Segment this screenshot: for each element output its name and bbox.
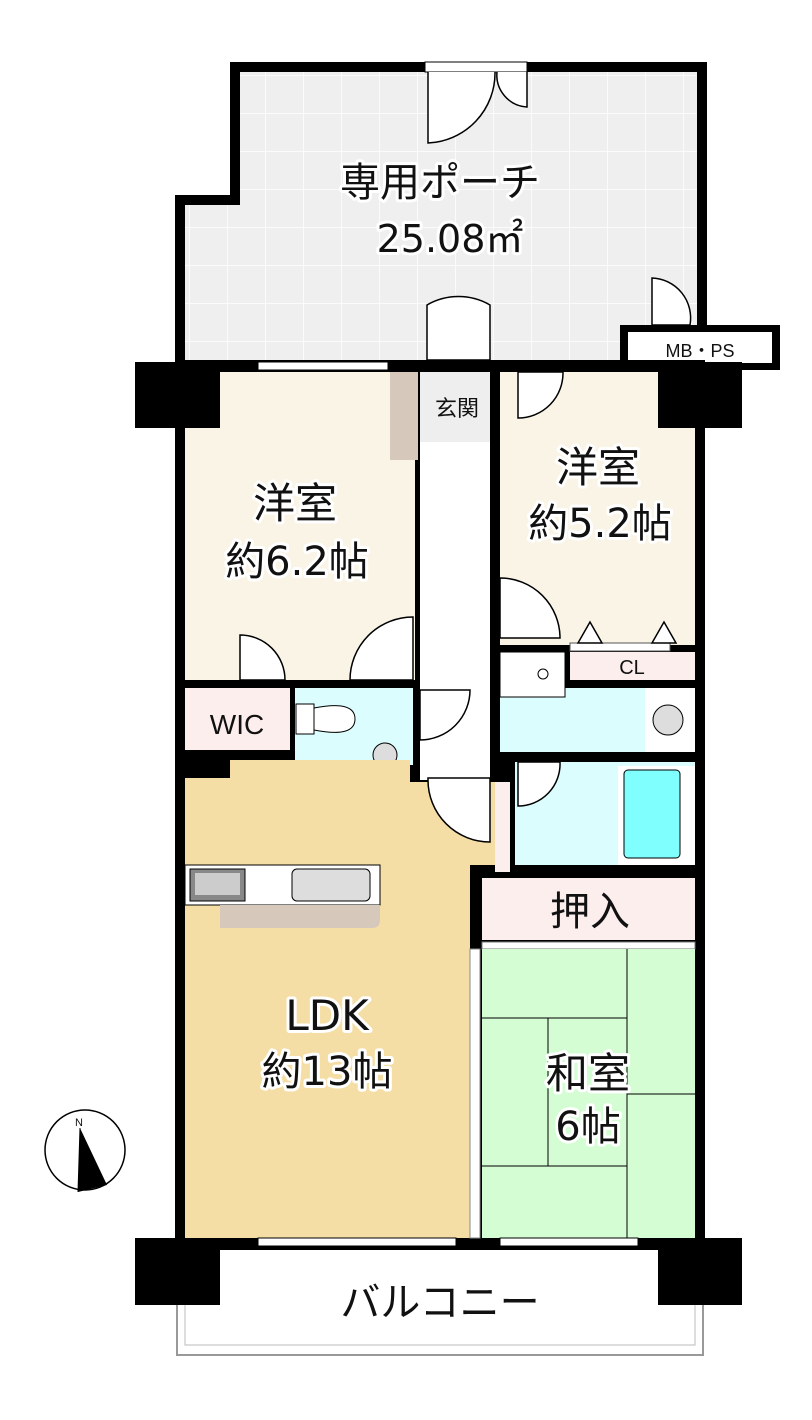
toilet-icon	[313, 705, 356, 733]
porch-area	[185, 72, 697, 360]
western-room-1-size: 約6.2帖	[225, 539, 369, 585]
porch-area-label: 25.08㎡	[377, 217, 524, 261]
north-label: N	[75, 1117, 83, 1129]
western-room-2-size: 約5.2帖	[528, 501, 672, 547]
western-room-2-label: 洋室	[556, 443, 640, 492]
ldk-label: LDK	[285, 991, 370, 1040]
entrance-label: 玄関	[435, 396, 479, 421]
balcony-area	[176, 1244, 704, 1356]
kitchen-sink-icon	[291, 868, 371, 902]
bathtub	[623, 769, 681, 859]
balcony-label: バルコニー	[340, 1281, 539, 1325]
western-room-1-label: 洋室	[253, 479, 337, 528]
japanese-room-size: 6帖	[555, 1104, 620, 1150]
wic-label: WIC	[210, 709, 264, 740]
wic-area	[185, 688, 290, 750]
shoe-closet	[390, 372, 418, 460]
ldk-size: 約13帖	[262, 1049, 393, 1095]
sink-icon	[652, 704, 684, 736]
closet-label: CL	[619, 657, 645, 679]
mbps-label: MB・PS	[665, 341, 734, 361]
entrance-area	[420, 372, 490, 442]
porch-label: 専用ポーチ	[340, 160, 540, 206]
japanese-room-label: 和室	[546, 1049, 630, 1098]
oshiire-area	[482, 878, 695, 940]
closet	[570, 652, 695, 680]
oshiire-label: 押入	[550, 890, 630, 934]
north-compass-icon: N	[44, 1109, 126, 1193]
mbps-box	[628, 332, 772, 363]
